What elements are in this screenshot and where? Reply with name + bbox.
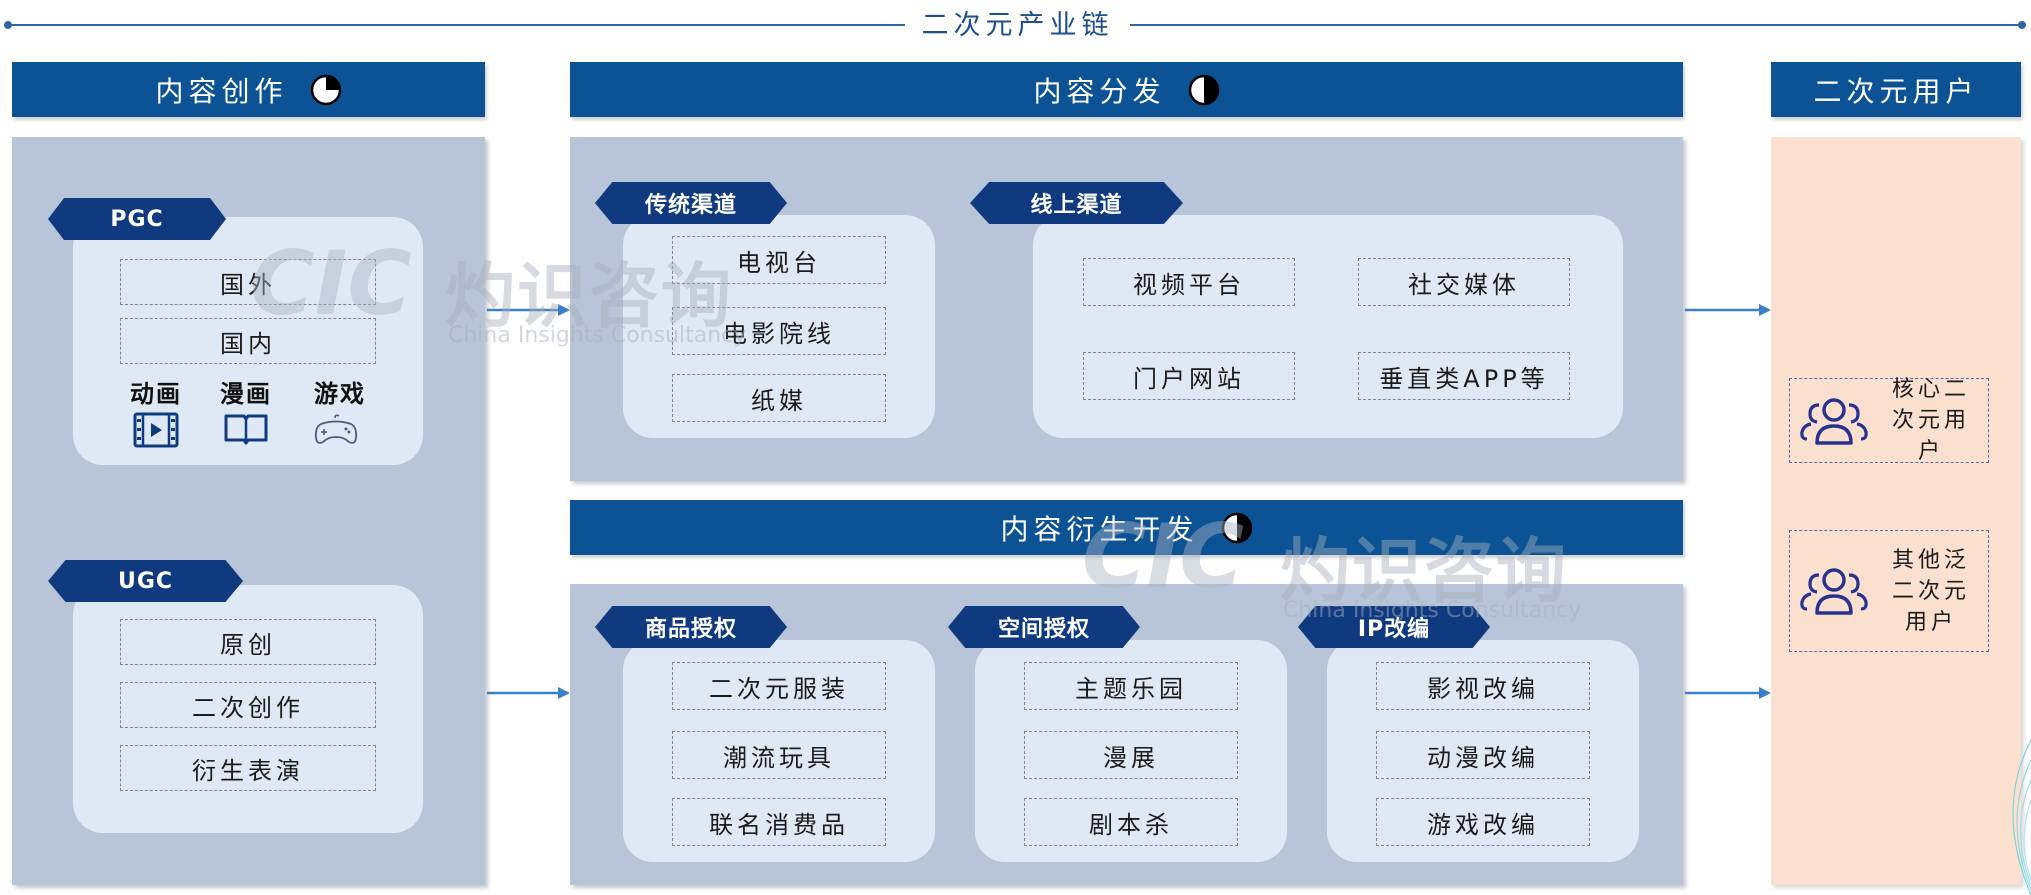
watermark-cn-text: 灼识咨询 (445, 255, 733, 337)
title-line-right (1130, 24, 2020, 26)
space-license-tag: 空间授权 (948, 606, 1140, 648)
gamepad-icon (314, 414, 358, 444)
online-item-social-media: 社交媒体 (1358, 258, 1570, 306)
ugc-tag: UGC (48, 560, 243, 602)
online-item-portal: 门户网站 (1083, 352, 1295, 400)
traditional-channel-tag: 传统渠道 (595, 182, 787, 224)
header-derivative-label: 内容衍生开发 (1000, 512, 1199, 546)
space-item-comic-expo: 漫展 (1024, 731, 1238, 779)
space-license-box (975, 640, 1287, 862)
pgc-label-animation: 动画 (130, 380, 182, 408)
pie-half-icon (1188, 74, 1219, 105)
ip-adaptation-box (1327, 640, 1639, 862)
traditional-item-print: 纸媒 (672, 374, 886, 422)
pgc-item-domestic: 国内 (120, 318, 376, 364)
traditional-item-tv: 电视台 (672, 236, 886, 284)
space-item-theme-park: 主题乐园 (1024, 662, 1238, 710)
user-core-line1: 核心二 (1891, 377, 1970, 402)
goods-license-box (623, 640, 935, 862)
user-other-line3: 用户 (1904, 609, 1957, 635)
pie-half-icon (1221, 512, 1252, 543)
ip-item-game: 游戏改编 (1376, 798, 1590, 846)
corner-decoration (2012, 740, 2031, 895)
traditional-item-cinema: 电影院线 (672, 307, 886, 355)
user-core: 核心二 次元用户 (1789, 377, 1989, 464)
goods-item-co-branded: 联名消费品 (672, 798, 886, 846)
video-play-icon (133, 412, 179, 448)
pgc-item-foreign: 国外 (120, 259, 376, 305)
panel-users (1771, 137, 2021, 885)
goods-item-trendy-toys: 潮流玩具 (672, 731, 886, 779)
header-content-creation-label: 内容创作 (155, 74, 288, 108)
ugc-item-derivative-performance: 衍生表演 (120, 745, 376, 791)
online-item-video-platform: 视频平台 (1083, 258, 1295, 306)
pgc-label-game: 游戏 (314, 380, 366, 408)
header-content-distribution-label: 内容分发 (1033, 74, 1166, 108)
ip-item-film-tv: 影视改编 (1376, 662, 1590, 710)
ugc-item-secondary-creation: 二次创作 (120, 682, 376, 728)
ugc-box (73, 585, 423, 833)
watermark-logo: CIC (1082, 505, 1244, 608)
user-core-line2: 次元用户 (1891, 408, 1970, 464)
ip-adaptation-tag: IP改编 (1298, 606, 1490, 648)
watermark-en-text: China Insights Consultancy (1283, 598, 1582, 623)
user-other: 其他泛 二次元 用户 (1789, 530, 1989, 652)
pgc-label-comic: 漫画 (220, 380, 272, 408)
user-core-label: 核心二 次元用户 (1881, 374, 1981, 467)
ugc-item-original: 原创 (120, 619, 376, 665)
user-other-label: 其他泛 二次元 用户 (1881, 545, 1981, 638)
header-users-label: 二次元用户 (1813, 74, 1979, 108)
title-line-right-dot (2018, 21, 2026, 29)
diagram-title: 二次元产业链 (905, 6, 1130, 46)
pgc-box (73, 217, 423, 465)
watermark-en-text: China Insights Consultancy (448, 323, 747, 348)
pgc-tag: PGC (48, 198, 226, 240)
watermark-logo: CIC (250, 232, 412, 335)
goods-item-apparel: 二次元服装 (672, 662, 886, 710)
header-users: 二次元用户 (1771, 62, 2021, 117)
traditional-channel-box (623, 215, 935, 438)
users-group-icon (1800, 568, 1868, 615)
goods-license-tag: 商品授权 (595, 606, 787, 648)
online-channel-box (1033, 215, 1623, 438)
online-item-vertical-app: 垂直类APP等 (1358, 352, 1570, 400)
header-derivative-development: 内容衍生开发 (570, 500, 1683, 555)
user-other-line2: 二次元 (1891, 578, 1970, 604)
user-other-line1: 其他泛 (1891, 547, 1970, 573)
ip-item-anime: 动漫改编 (1376, 731, 1590, 779)
watermark-cn-text: 灼识咨询 (1280, 530, 1568, 612)
pie-three-quarter-icon (310, 74, 341, 105)
online-channel-tag: 线上渠道 (970, 182, 1183, 224)
title-line-left (8, 24, 905, 26)
users-group-icon (1800, 397, 1868, 445)
header-content-creation: 内容创作 (12, 62, 485, 117)
header-content-distribution: 内容分发 (570, 62, 1683, 117)
space-item-script-murder: 剧本杀 (1024, 798, 1238, 846)
open-book-icon (224, 414, 268, 445)
